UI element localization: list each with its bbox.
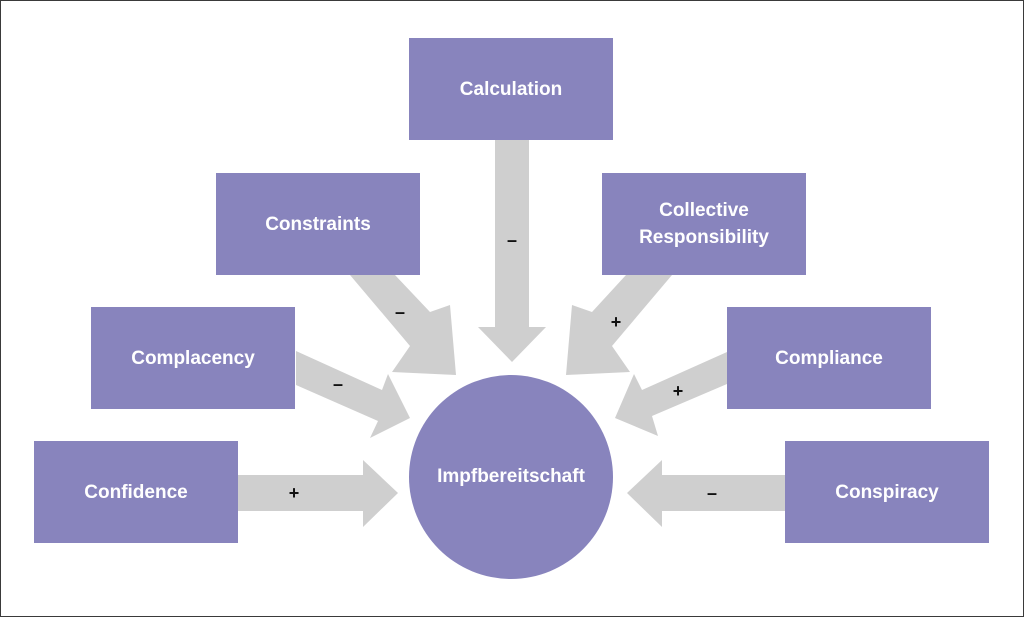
sign-confidence: + <box>288 483 300 503</box>
arrow-confidence <box>238 460 398 527</box>
node-label: Complacency <box>131 347 255 369</box>
node-compliance: Compliance <box>727 307 931 409</box>
node-conspiracy: Conspiracy <box>785 441 989 543</box>
node-label: Constraints <box>265 213 371 235</box>
node-collective-responsibility: Collective Responsibility <box>602 173 806 275</box>
arrow-collective-responsibility <box>566 275 672 375</box>
arrow-complacency <box>296 351 410 438</box>
sign-collective-responsibility: + <box>610 312 622 332</box>
sign-calculation: – <box>506 230 517 250</box>
arrow-compliance <box>615 352 727 436</box>
node-label: Confidence <box>84 481 188 503</box>
sign-constraints: – <box>394 302 405 322</box>
node-confidence: Confidence <box>34 441 238 543</box>
arrow-constraints <box>350 275 456 375</box>
node-label: Calculation <box>459 78 563 100</box>
arrow-calculation <box>478 140 546 362</box>
node-constraints: Constraints <box>216 173 420 275</box>
node-label-line1: Collective <box>659 200 749 221</box>
center-node: Impfbereitschaft <box>409 375 613 579</box>
node-label: Conspiracy <box>835 481 939 503</box>
node-complacency: Complacency <box>91 307 295 409</box>
node-label-line2: Responsibility <box>639 227 769 248</box>
sign-complacency: – <box>332 374 343 394</box>
node-calculation: Calculation <box>409 38 613 140</box>
sign-conspiracy: – <box>706 483 717 503</box>
arrow-conspiracy <box>627 460 785 527</box>
center-label: Impfbereitschaft <box>437 466 585 487</box>
node-label: Compliance <box>775 347 883 369</box>
sign-compliance: + <box>672 381 684 401</box>
